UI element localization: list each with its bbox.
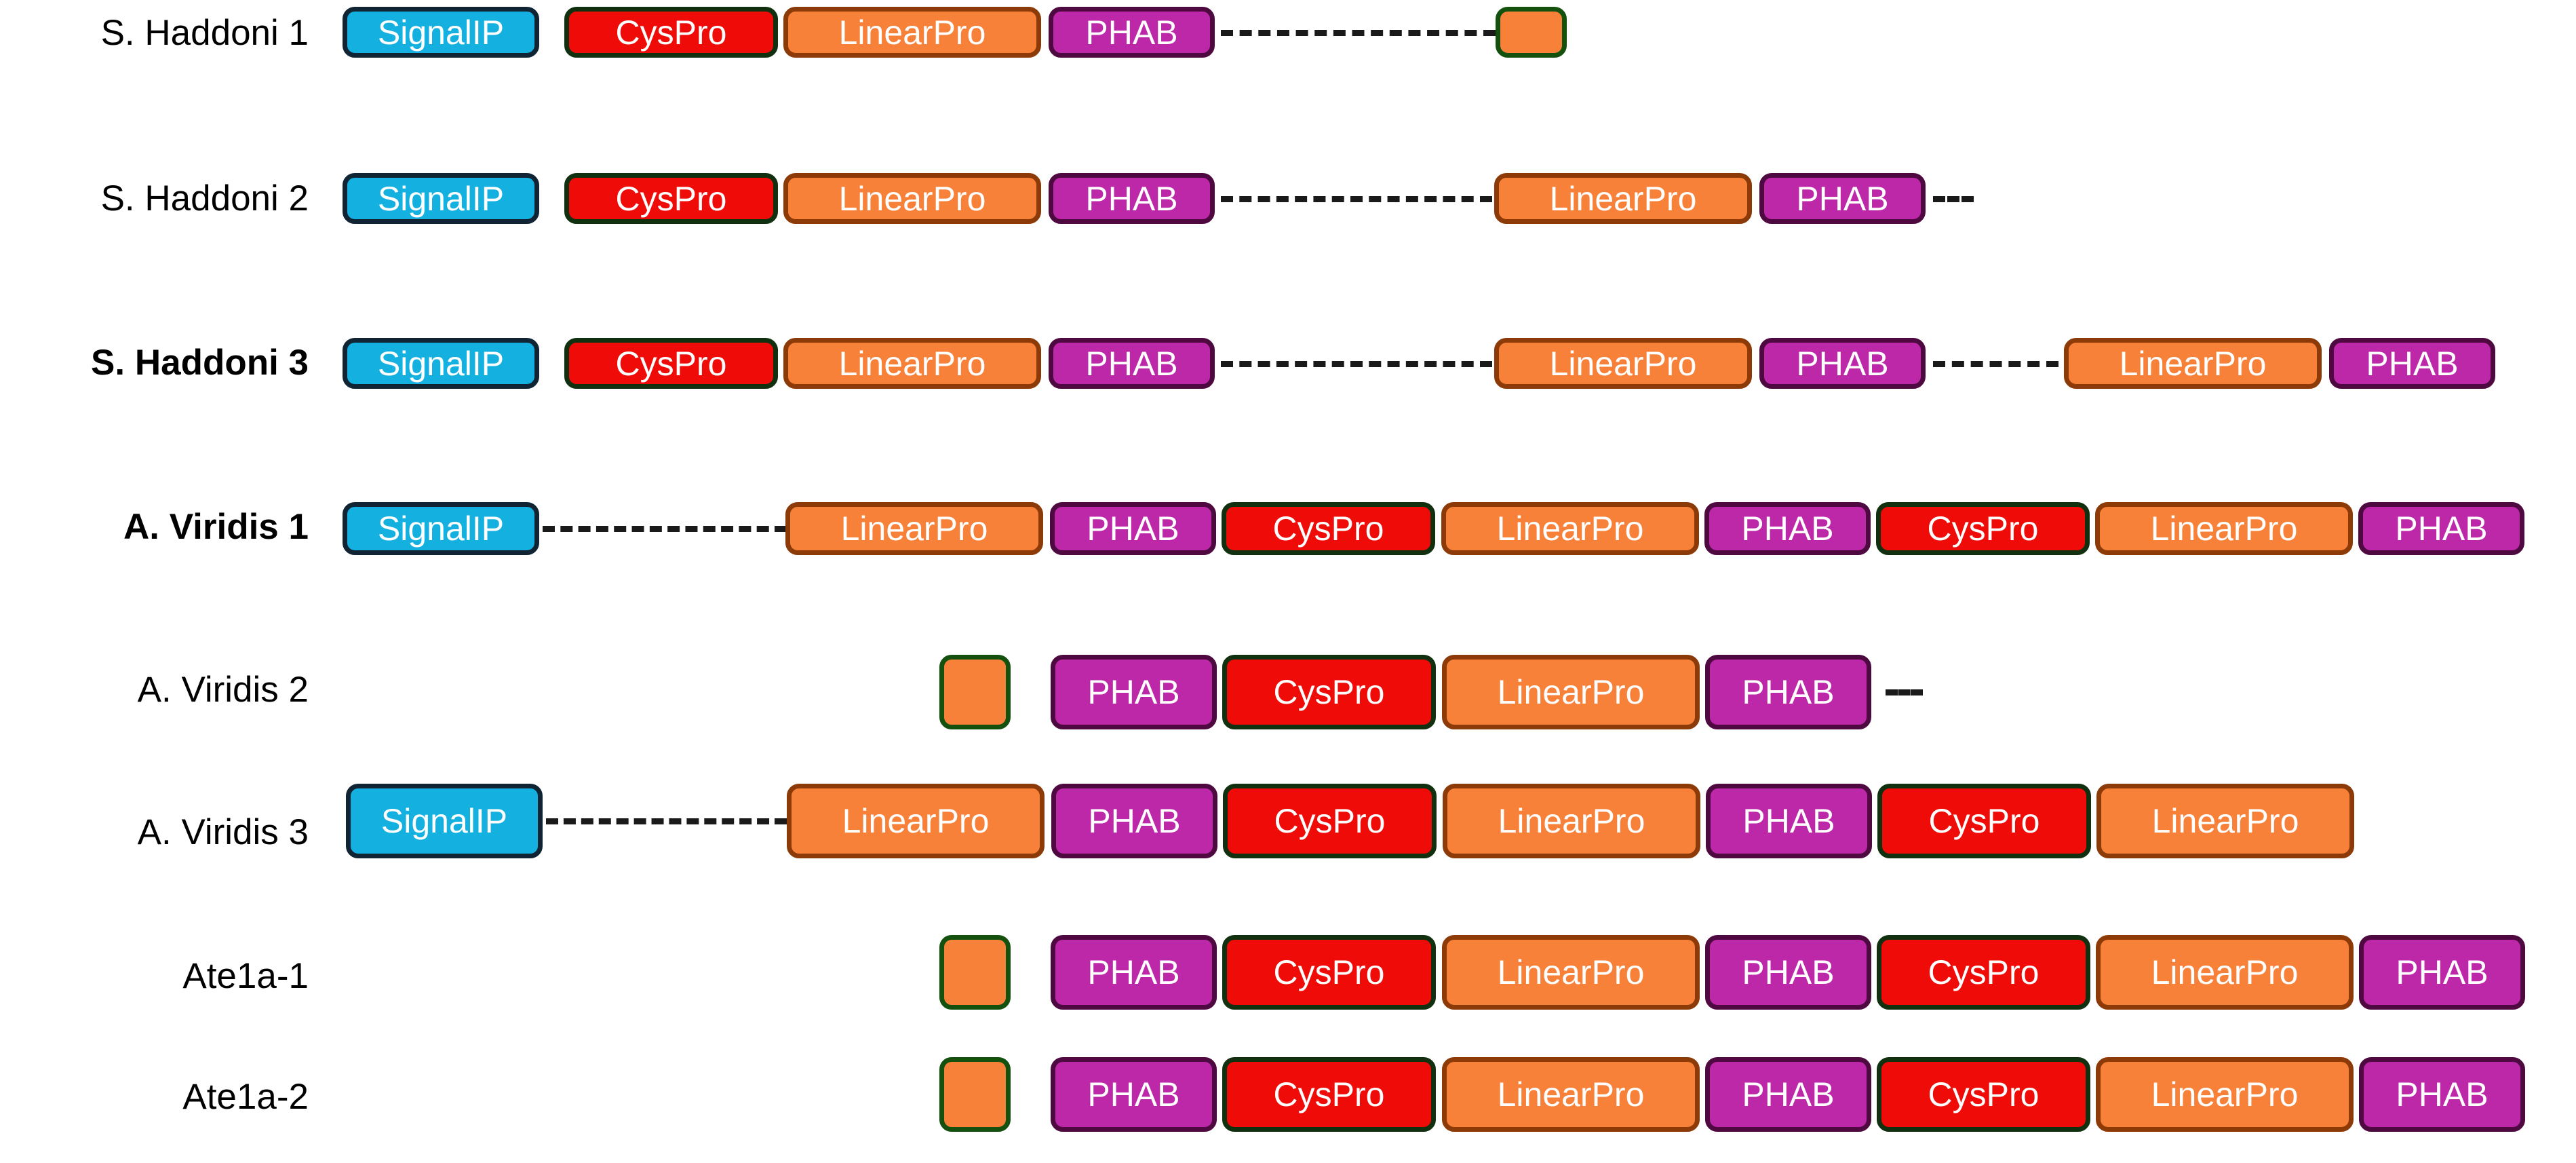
row-label: Ate1a-1 (182, 956, 309, 996)
dashed-linker (1221, 29, 1496, 36)
domain-box-phab[interactable]: PHAB (2359, 935, 2525, 1010)
domain-box-linearpro[interactable]: LinearPro (783, 173, 1041, 224)
domain-box-linearpro[interactable]: LinearPro (2096, 935, 2354, 1010)
row-label: A. Viridis 2 (137, 670, 309, 710)
domain-box-phab[interactable]: PHAB (1051, 655, 1217, 729)
domain-box-signalip[interactable]: SignalIP (343, 7, 539, 58)
domain-box-linearpro[interactable]: LinearPro (1494, 173, 1752, 224)
domain-box-linearpro[interactable]: LinearPro (783, 7, 1041, 58)
dashed-linker (1221, 360, 1492, 367)
domain-box-cyspro[interactable]: CysPro (1877, 935, 2090, 1010)
domain-box-phab[interactable]: PHAB (2359, 1057, 2525, 1132)
row-label: S. Haddoni 3 (91, 343, 309, 383)
partial-domain-box[interactable] (939, 935, 1011, 1010)
domain-box-linearpro[interactable]: LinearPro (1442, 655, 1700, 729)
dashed-linker (1933, 360, 2058, 367)
domain-box-phab[interactable]: PHAB (1049, 338, 1215, 389)
domain-box-linearpro[interactable]: LinearPro (2096, 1057, 2354, 1132)
domain-box-phab[interactable]: PHAB (1759, 173, 1926, 224)
domain-box-phab[interactable]: PHAB (1705, 1057, 1871, 1132)
row-label: Ate1a-2 (182, 1077, 309, 1117)
domain-box-linearpro[interactable]: LinearPro (787, 784, 1045, 858)
domain-box-phab[interactable]: PHAB (2329, 338, 2495, 389)
domain-box-linearpro[interactable]: LinearPro (1442, 935, 1700, 1010)
domain-box-signalip[interactable]: SignalIP (346, 784, 543, 858)
domain-box-linearpro[interactable]: LinearPro (785, 502, 1043, 555)
domain-box-cyspro[interactable]: CysPro (1223, 784, 1437, 858)
domain-box-linearpro[interactable]: LinearPro (1442, 1057, 1700, 1132)
domain-box-cyspro[interactable]: CysPro (564, 338, 778, 389)
dashed-linker (1933, 195, 1974, 202)
domain-box-linearpro[interactable]: LinearPro (2096, 784, 2354, 858)
domain-box-phab[interactable]: PHAB (1050, 502, 1216, 555)
domain-box-phab[interactable]: PHAB (1051, 784, 1217, 858)
partial-domain-box[interactable] (939, 1057, 1011, 1132)
domain-box-phab[interactable]: PHAB (1051, 935, 1217, 1010)
domain-box-cyspro[interactable]: CysPro (564, 173, 778, 224)
row-label: A. Viridis 3 (137, 812, 309, 852)
domain-box-signalip[interactable]: SignalIP (343, 338, 539, 389)
domain-box-linearpro[interactable]: LinearPro (1441, 502, 1699, 555)
dashed-linker (543, 526, 787, 532)
domain-box-phab[interactable]: PHAB (2358, 502, 2524, 555)
domain-box-cyspro[interactable]: CysPro (564, 7, 778, 58)
dashed-linker (1221, 195, 1492, 202)
domain-box-cyspro[interactable]: CysPro (1222, 502, 1435, 555)
domain-box-cyspro[interactable]: CysPro (1876, 502, 2090, 555)
domain-box-signalip[interactable]: SignalIP (343, 502, 539, 555)
domain-box-linearpro[interactable]: LinearPro (2095, 502, 2353, 555)
partial-domain-box[interactable] (939, 655, 1011, 729)
domain-box-signalip[interactable]: SignalIP (343, 173, 539, 224)
domain-box-cyspro[interactable]: CysPro (1222, 1057, 1436, 1132)
row-label: S. Haddoni 2 (100, 178, 309, 218)
domain-box-phab[interactable]: PHAB (1704, 502, 1871, 555)
domain-box-phab[interactable]: PHAB (1051, 1057, 1217, 1132)
domain-box-linearpro[interactable]: LinearPro (2064, 338, 2322, 389)
domain-box-phab[interactable]: PHAB (1049, 173, 1215, 224)
dashed-linker (1886, 689, 1923, 695)
row-label: S. Haddoni 1 (100, 13, 309, 53)
domain-box-cyspro[interactable]: CysPro (1877, 1057, 2090, 1132)
domain-box-phab[interactable]: PHAB (1706, 784, 1872, 858)
domain-box-cyspro[interactable]: CysPro (1877, 784, 2091, 858)
domain-box-linearpro[interactable]: LinearPro (783, 338, 1041, 389)
domain-box-phab[interactable]: PHAB (1049, 7, 1215, 58)
domain-box-phab[interactable]: PHAB (1705, 935, 1871, 1010)
domain-box-cyspro[interactable]: CysPro (1222, 655, 1436, 729)
domain-box-phab[interactable]: PHAB (1759, 338, 1926, 389)
partial-domain-box[interactable] (1496, 7, 1567, 58)
row-label: A. Viridis 1 (123, 507, 309, 547)
domain-box-linearpro[interactable]: LinearPro (1443, 784, 1700, 858)
domain-box-phab[interactable]: PHAB (1705, 655, 1871, 729)
domain-box-linearpro[interactable]: LinearPro (1494, 338, 1752, 389)
domain-box-cyspro[interactable]: CysPro (1222, 935, 1436, 1010)
dashed-linker (546, 818, 787, 824)
